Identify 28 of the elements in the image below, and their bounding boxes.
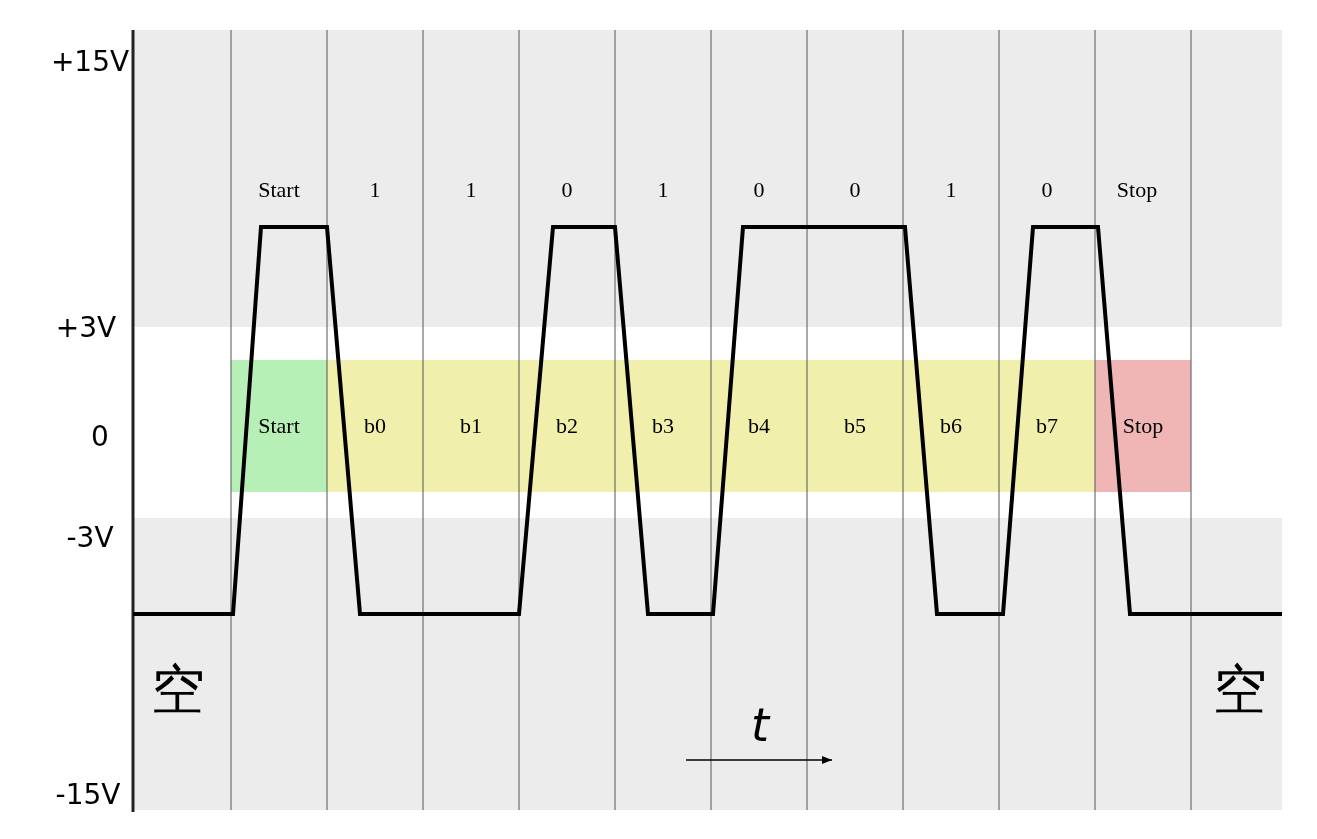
axis-label: 0 <box>91 423 109 451</box>
bit-value-label: 0 <box>561 179 573 201</box>
bit-field: b7 <box>999 360 1095 492</box>
frame-label: Start <box>258 179 300 201</box>
bit-value-label: 0 <box>1041 179 1053 201</box>
axis-label: -3V <box>66 524 114 552</box>
bit-field: b5 <box>807 360 903 492</box>
bit-value-label: 1 <box>657 179 669 201</box>
axis-label: +15V <box>50 48 130 76</box>
bit-field: Stop <box>1095 360 1191 492</box>
frame-label: Stop <box>1116 179 1158 201</box>
bit-field: b2 <box>519 360 615 492</box>
bit-value-label: 1 <box>369 179 381 201</box>
bit-field: b0 <box>327 360 423 492</box>
axis-label: -15V <box>55 781 121 809</box>
bit-field: b6 <box>903 360 999 492</box>
bit-value-label: 1 <box>945 179 957 201</box>
idle-label: 空 <box>151 663 205 717</box>
bit-value-label: 0 <box>753 179 765 201</box>
bit-value-label: 0 <box>849 179 861 201</box>
bit-field: b4 <box>711 360 807 492</box>
idle-label: 空 <box>1213 663 1267 717</box>
axis-label: +3V <box>55 314 117 342</box>
bit-field: b3 <box>615 360 711 492</box>
bit-field: b1 <box>423 360 519 492</box>
bit-value-label: 1 <box>465 179 477 201</box>
time-label: t <box>751 702 769 748</box>
bit-field: Start <box>231 360 327 492</box>
